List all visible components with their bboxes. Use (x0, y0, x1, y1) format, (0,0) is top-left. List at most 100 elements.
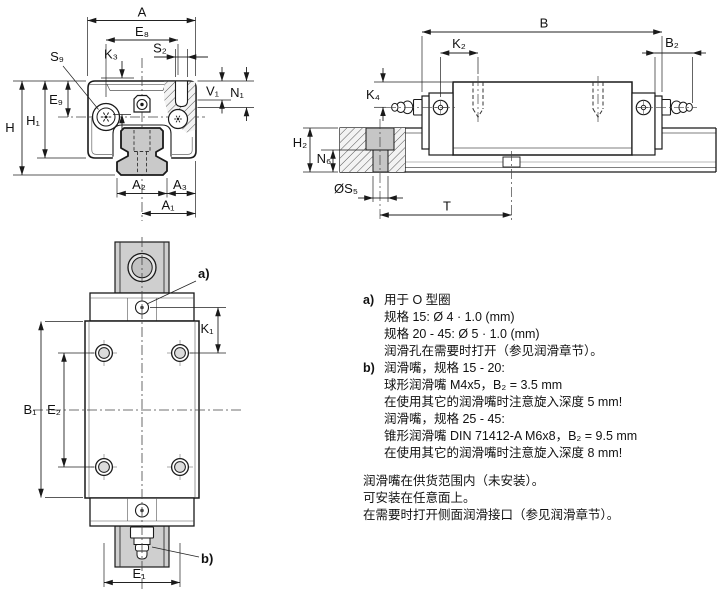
dim-label-B: B (540, 16, 549, 31)
carriage-main-body (452, 81, 633, 156)
dim-label-K3: K₃ (104, 47, 118, 62)
note-item-b: b) 润滑嘴，规格 15 - 20: 球形润滑嘴 M4x5，B₂ = 3.5 m… (363, 360, 719, 462)
notes-block: a) 用于 O 型圈 规格 15: Ø 4 · 1.0 (mm) 规格 20 -… (363, 292, 719, 524)
dim-N1 (197, 67, 254, 121)
torx-screw-left (91, 102, 121, 132)
dim-label-E8: E₈ (135, 24, 149, 39)
end-plate-right (654, 95, 663, 150)
carriage-inner-contour-left (91, 116, 112, 155)
rail-hidden-bore (133, 130, 151, 173)
note-line: 用于 O 型圈 (384, 293, 451, 307)
dim-label-H2: H₂ (293, 135, 307, 150)
mounting-hole (91, 454, 117, 480)
dim-label-K2: K₂ (452, 36, 466, 51)
mounting-holes (91, 340, 193, 480)
note-line: 球形润滑嘴 M4x5，B₂ = 3.5 mm (384, 378, 563, 392)
dim-H (13, 80, 115, 176)
dim-label-K4: K₄ (366, 87, 380, 102)
dim-E8 (105, 37, 179, 97)
note-line: 润滑孔在需要时打开（参见润滑章节）。 (384, 344, 603, 358)
dim-label-E9: E₉ (49, 92, 63, 107)
note-a-body: 用于 O 型圈 规格 15: Ø 4 · 1.0 (mm) 规格 20 - 45… (384, 292, 719, 360)
dim-E2 (58, 352, 94, 468)
dim-label-T: T (443, 199, 451, 214)
carriage-inner-contour-right (172, 137, 193, 155)
dim-K1 (150, 307, 226, 354)
side-dimensions (303, 29, 706, 218)
threaded-hole-2 (592, 76, 604, 123)
dim-label-N6: N₆ (317, 151, 332, 166)
dim-S5 (358, 176, 403, 202)
side-view: B K₂ B₂ K₄ H₂ N₆ ØS₅ T (293, 16, 717, 221)
dim-B1 (38, 321, 83, 498)
dim-B2 (642, 50, 706, 103)
rail-strip-top (114, 241, 170, 294)
note-line: 在需要时打开侧面润滑接口（参见润滑章节）。 (363, 508, 620, 522)
note-item-a: a) 用于 O 型圈 规格 15: Ø 4 · 1.0 (mm) 规格 20 -… (363, 292, 719, 360)
top-view: a) b) K₁ B₁ E₂ E₁ (23, 237, 243, 591)
note-footer: 润滑嘴在供货范围内（未安装）。 可安装在任意面上。 在需要时打开侧面润滑接口（参… (363, 473, 719, 524)
dim-label-H: H (5, 120, 14, 135)
dim-label-S9: S₉ (50, 49, 64, 64)
lube-hole-a-center (140, 305, 144, 310)
mounting-hole (167, 454, 193, 480)
front-dimensions (13, 17, 254, 218)
lube-port-fitting (133, 94, 151, 113)
front-view: A E₈ S₂ K₃ S₉ V₁ N₁ H H₁ E₉ A₂ A₃ A₁ (5, 5, 254, 221)
note-line: 润滑嘴，规格 25 - 45: (384, 412, 505, 426)
screw-center-dot (104, 115, 108, 119)
dim-label-A1: A₁ (161, 198, 175, 213)
note-a-label: a) (363, 293, 375, 307)
dim-A (87, 17, 196, 76)
seal-band-jog-left (106, 84, 111, 91)
dim-label-E1: E₁ (132, 566, 146, 581)
dim-label-A3: A₃ (173, 177, 187, 192)
dim-K2 (440, 50, 479, 97)
dim-label-E2: E₂ (47, 402, 61, 417)
dim-label-V1: V₁ (206, 84, 220, 99)
leader-S9 (62, 65, 99, 110)
note-b-body: 润滑嘴，规格 15 - 20: 球形润滑嘴 M4x5，B₂ = 3.5 mm 在… (384, 360, 719, 462)
dim-label-H1: H₁ (26, 113, 40, 128)
mounting-thread-hole (174, 81, 189, 108)
carriage-side (386, 76, 697, 221)
callout-a: a) (198, 266, 210, 281)
torx-screw-right-section (167, 108, 189, 130)
dim-N6 (321, 149, 366, 173)
dim-E1 (103, 543, 181, 587)
leader-a (146, 280, 197, 305)
note-line: 可安装在任意面上。 (363, 491, 476, 505)
dim-label-S2: S₂ (153, 41, 167, 56)
top-dimensions (38, 280, 226, 587)
note-line: 锥形润滑嘴 DIN 71412-A M6x8，B₂ = 9.5 mm (384, 429, 638, 443)
dim-K3 (101, 61, 134, 130)
note-line: 规格 15: Ø 4 · 1.0 (mm) (384, 310, 515, 324)
callout-b: b) (201, 551, 213, 566)
through-hole (372, 149, 389, 173)
end-plate-left (421, 95, 430, 150)
dim-label-A2: A₂ (132, 177, 146, 192)
note-line: 在使用其它的润滑嘴时注意旋入深度 8 mm! (384, 446, 623, 460)
dim-K4 (374, 68, 452, 121)
note-line: 规格 20 - 45: Ø 5 · 1.0 (mm) (384, 327, 540, 341)
dim-label-N1: N₁ (230, 85, 244, 100)
dim-label-B1: B₁ (23, 402, 37, 417)
mounting-hole (91, 340, 117, 366)
mounting-hole (167, 340, 193, 366)
dim-B (421, 29, 663, 92)
note-b-label: b) (363, 361, 375, 375)
note-line: 润滑嘴在供货范围内（未安装）。 (363, 474, 545, 488)
dim-label-A: A (138, 5, 147, 20)
dim-S2 (154, 49, 208, 77)
threaded-hole-1 (472, 76, 484, 123)
dim-label-S5: ØS₅ (334, 181, 358, 196)
rail-cross-section (339, 119, 406, 221)
leader-b (151, 546, 200, 558)
dim-label-K1: K₁ (200, 321, 214, 336)
dim-A2-A3-A1 (116, 161, 196, 218)
dim-H1 (37, 80, 86, 159)
note-line: 在使用其它的润滑嘴时注意旋入深度 5 mm! (384, 395, 623, 409)
dim-label-B2: B₂ (665, 35, 679, 50)
